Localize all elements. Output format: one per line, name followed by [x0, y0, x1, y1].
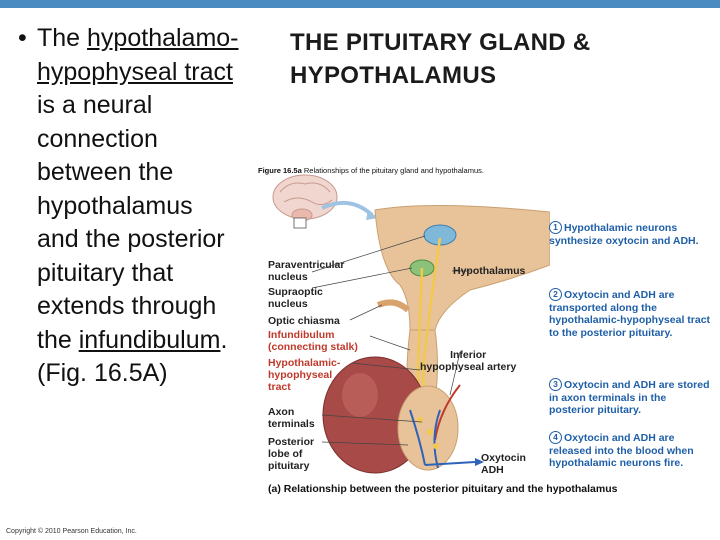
leader-supraoptic — [311, 267, 413, 289]
posterior-pituitary — [397, 385, 459, 471]
leader-optic-chiasma — [349, 304, 383, 321]
brain-inset — [272, 174, 338, 229]
label-hypothalamus: Hypothalamus — [453, 265, 526, 277]
pituitary-illustration — [272, 174, 550, 474]
bullet-line-6: hypothalamus — [37, 191, 193, 220]
bullet-line-11: (Fig. 16.5A) — [37, 359, 168, 387]
infundibulum-link[interactable]: infundibulum — [78, 325, 221, 354]
bullet-line-1-pre: The — [37, 24, 88, 52]
leader-tract — [351, 362, 421, 371]
vein-vessel-1 — [409, 409, 426, 466]
bullet-marker: • — [18, 24, 27, 52]
figure-bottom-caption: (a) Relationship between the posterior p… — [268, 483, 618, 495]
label-supraoptic: Supraoptic nucleus — [268, 286, 323, 310]
leader-posterior-lobe — [321, 441, 409, 446]
outflow-arrowhead — [475, 458, 484, 466]
label-infundibulum: Infundibulum (connecting stalk) — [268, 329, 358, 353]
bullet-line-3: is a neural — [37, 91, 153, 119]
bullet-text-block: • The hypothalamo- hypophyseal tract is … — [18, 22, 273, 391]
slide-title-line-2: HYPOTHALAMUS — [290, 62, 497, 89]
leader-axon-terminals — [321, 414, 423, 423]
step-1-number: 1 — [549, 221, 562, 234]
hypophyseal-tract-link[interactable]: hypophyseal tract — [37, 57, 233, 86]
leader-infundibulum — [369, 335, 411, 351]
anterior-highlight — [342, 373, 378, 417]
label-oxytocin-adh: Oxytocin ADH — [481, 452, 526, 476]
label-axon-terminals: Axon terminals — [268, 406, 315, 430]
leader-inferior-artery — [449, 351, 461, 396]
bullet-line-10-pre: the — [37, 325, 79, 354]
bullet-line-5: between the — [37, 158, 174, 186]
figure-caption: Figure 16.5a Relationships of the pituit… — [258, 166, 484, 175]
leader-paraventricular — [311, 235, 426, 273]
slide-title-line-1: THE PITUITARY GLAND & — [290, 29, 591, 56]
hypothalamo-link[interactable]: hypothalamo- — [87, 24, 239, 52]
label-posterior-lobe: Posterior lobe of pituitary — [268, 436, 315, 472]
figure-caption-number: Figure 16.5a — [258, 166, 302, 175]
step-3-text: Oxytocin and ADH are stored in axon term… — [549, 379, 710, 416]
step-2-text: Oxytocin and ADH are transported along t… — [549, 289, 711, 339]
label-inferior-artery: Inferior hypophyseal artery — [420, 349, 517, 373]
axon-terminal-3 — [433, 443, 439, 449]
step-1-text: Hypothalamic neurons synthesize oxytocin… — [549, 222, 699, 247]
label-tract: Hypothalamic- hypophyseal tract — [268, 357, 341, 393]
axon-terminal-2 — [427, 429, 433, 435]
label-paraventricular: Paraventricular nucleus — [268, 259, 345, 283]
bullet-line-8: pituitary that — [37, 258, 174, 287]
vein-vessel-2 — [433, 409, 441, 469]
bullet-line-7: and the posterior — [37, 225, 225, 253]
step-4-text: Oxytocin and ADH are released into the b… — [549, 432, 694, 469]
inset-arrowhead — [366, 210, 378, 220]
hypothalamus-tissue — [374, 204, 550, 331]
label-optic-chiasma: Optic chiasma — [268, 315, 340, 327]
slide-title: THE PITUITARY GLAND & HYPOTHALAMUS — [290, 26, 591, 92]
optic-chiasma — [376, 299, 411, 313]
top-accent-bar — [0, 0, 720, 8]
bullet-line-10-post: . — [220, 325, 228, 354]
artery-vessel — [434, 384, 461, 441]
bullet-line-4: connection — [37, 124, 158, 153]
step-3-number: 3 — [549, 378, 562, 391]
step-2-number: 2 — [549, 288, 562, 301]
copyright-notice: Copyright © 2010 Pearson Education, Inc. — [6, 528, 137, 535]
outflow-vessel — [424, 461, 476, 466]
bullet-line-9: extends through — [37, 292, 217, 320]
step-4-number: 4 — [549, 431, 562, 444]
figure-caption-text: Relationships of the pituitary gland and… — [301, 166, 484, 175]
